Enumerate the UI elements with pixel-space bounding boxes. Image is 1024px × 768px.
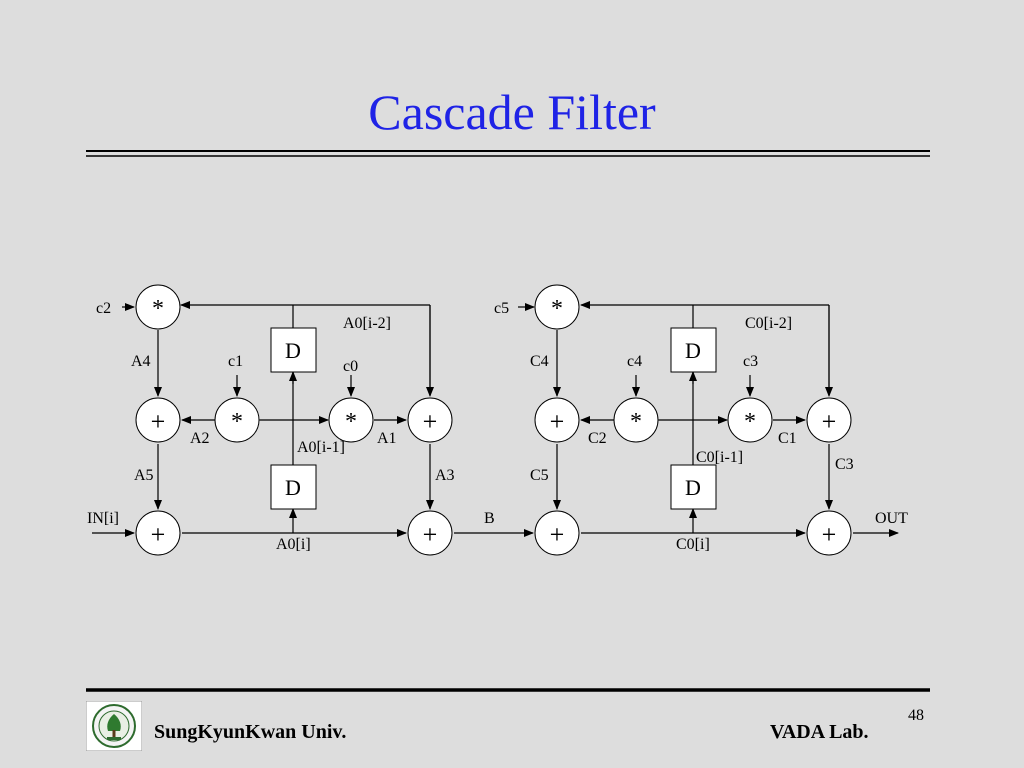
- stage2-adder-c4: +: [534, 397, 580, 443]
- stage1-adder-input: +: [135, 510, 181, 556]
- label-A2: A2: [190, 430, 210, 447]
- university-seal-logo: [86, 701, 142, 751]
- stage1-mult-c2: *: [135, 284, 181, 330]
- delay-symbol: D: [285, 475, 301, 500]
- footer-university-name: SungKyunKwan Univ.: [154, 721, 347, 743]
- label-A4: A4: [131, 353, 151, 370]
- label-A3: A3: [435, 467, 455, 484]
- stage1-adder-output: +: [407, 510, 453, 556]
- stage1-delay-bottom: D: [270, 464, 317, 510]
- mult-symbol: *: [152, 296, 164, 322]
- mult-symbol: *: [744, 409, 756, 435]
- add-symbol: +: [423, 407, 438, 436]
- page-number: 48: [908, 707, 924, 724]
- mult-symbol: *: [630, 409, 642, 435]
- slide-title: Cascade Filter: [368, 84, 656, 140]
- label-A5: A5: [134, 467, 154, 484]
- add-symbol: +: [822, 520, 837, 549]
- stage1-adder-a4: +: [135, 397, 181, 443]
- stage2-delay-bottom: D: [670, 464, 717, 510]
- label-C3: C3: [835, 456, 854, 473]
- add-symbol: +: [550, 520, 565, 549]
- delay-symbol: D: [685, 338, 701, 363]
- label-c4: c4: [627, 353, 642, 370]
- add-symbol: +: [423, 520, 438, 549]
- label-c5: c5: [494, 300, 509, 317]
- stage1-mult-c1: *: [214, 397, 260, 443]
- footer-lab-name: VADA Lab.: [770, 721, 869, 743]
- filter-stage-2: [518, 301, 899, 537]
- mult-symbol: *: [551, 296, 563, 322]
- label-A0-i-2: A0[i-2]: [343, 315, 391, 332]
- label-c1: c1: [228, 353, 243, 370]
- label-A0-i-1: A0[i-1]: [297, 439, 345, 456]
- stage2-adder-c1: +: [806, 397, 852, 443]
- label-c2: c2: [96, 300, 111, 317]
- label-IN-i: IN[i]: [87, 510, 119, 527]
- mult-symbol: *: [345, 409, 357, 435]
- delay-symbol: D: [685, 475, 701, 500]
- stage2-mult-c3: *: [727, 397, 773, 443]
- stage2-mult-c5: *: [534, 284, 580, 330]
- stage1-delay-top: D: [270, 327, 317, 373]
- stage2-labels: c5 C0[i-2] C4 c4 c3 C2 C0[i-1] C1 C3 C5 …: [494, 300, 908, 553]
- label-C0-i-2: C0[i-2]: [745, 315, 792, 332]
- title-divider: [86, 150, 930, 157]
- label-C2: C2: [588, 430, 607, 447]
- add-symbol: +: [822, 407, 837, 436]
- filter-stage-1: [92, 301, 534, 537]
- label-c3: c3: [743, 353, 758, 370]
- label-C0-i: C0[i]: [676, 536, 710, 553]
- stage1-mult-c0: *: [328, 397, 374, 443]
- stage2-adder-output: +: [806, 510, 852, 556]
- label-c0: c0: [343, 358, 358, 375]
- label-A0-i: A0[i]: [276, 536, 311, 553]
- stage2-mult-c4: *: [613, 397, 659, 443]
- label-C1: C1: [778, 430, 797, 447]
- label-C0-i-1: C0[i-1]: [696, 449, 743, 466]
- label-C5: C5: [530, 467, 549, 484]
- add-symbol: +: [550, 407, 565, 436]
- stage1-adder-a1: +: [407, 397, 453, 443]
- add-symbol: +: [151, 520, 166, 549]
- label-OUT: OUT: [875, 510, 908, 527]
- add-symbol: +: [151, 407, 166, 436]
- stage2-adder-input: +: [534, 510, 580, 556]
- mult-symbol: *: [231, 409, 243, 435]
- label-A1: A1: [377, 430, 397, 447]
- stage1-labels: c2 A0[i-2] A4 c1 c0 A2 A0[i-1] A1 A5 A3 …: [87, 300, 495, 553]
- label-C4: C4: [530, 353, 549, 370]
- label-B: B: [484, 510, 495, 527]
- delay-symbol: D: [285, 338, 301, 363]
- stage2-delay-top: D: [670, 327, 717, 373]
